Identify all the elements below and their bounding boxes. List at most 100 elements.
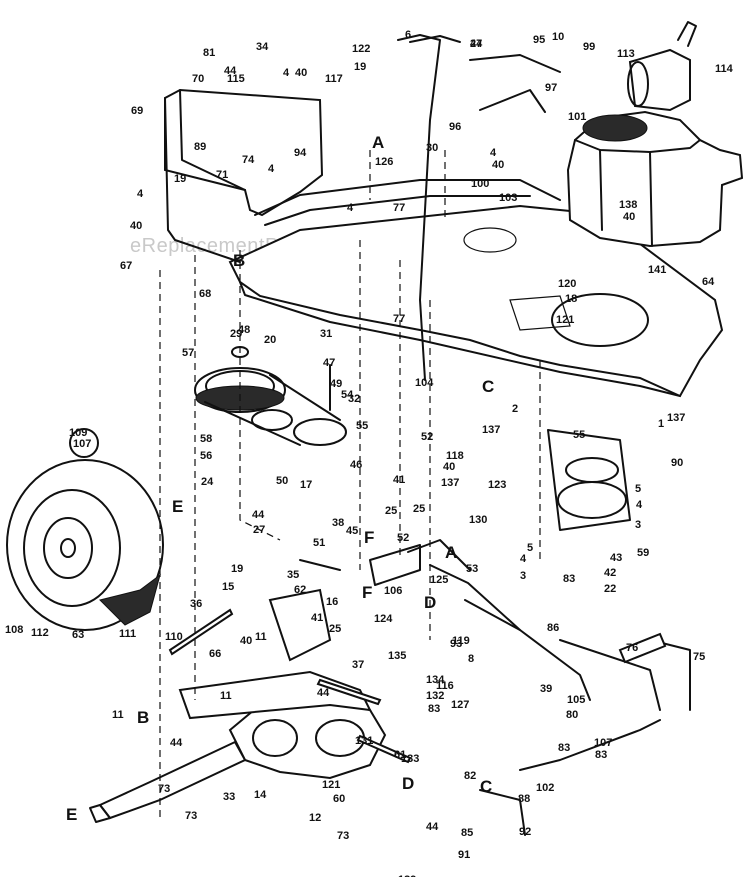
spring-61 [356,734,412,764]
callout-label: 95 [533,34,545,46]
callout-label: 53 [466,563,478,575]
callout-label: 27 [253,524,265,536]
muffler [628,48,691,112]
callout-label: 123 [488,479,506,491]
callout-label: 3 [635,519,641,531]
callout-label: 33 [223,791,235,803]
callout-label: 44 [426,821,439,833]
callout-label: 85 [461,827,473,839]
callout-label: 103 [499,192,517,204]
ref-letter: C [482,377,494,396]
callout-107-badge: 107 [69,428,99,458]
callout-label: 73 [185,810,197,822]
part-callouts: 1 2 3 3 4 4 4 4 4 4 4 5 5 6 8 10 11 11 1… [5,29,734,877]
callout-label: 73 [337,830,349,842]
axle-tube [98,740,247,820]
callout-label: 40 [443,461,455,473]
callout-label: 61 [394,749,406,761]
callout-label: 4 [636,499,643,511]
callout-label: 135 [388,650,406,662]
callout-label: 46 [350,459,362,471]
callout-label: 52 [397,532,409,544]
callout-label: 27 [470,38,482,50]
callout-label: 4 [520,553,527,565]
callout-label: 45 [346,525,358,537]
callout-label: 81 [203,47,215,59]
linkage-rods [168,34,691,836]
callout-label: 44 [170,737,183,749]
callout-label: 48 [238,324,250,336]
callout-label: 60 [333,793,345,805]
callout-label: 97 [545,82,557,94]
callout-label: 75 [693,651,705,663]
callout-label: 58 [200,433,212,445]
callout-label: 20 [264,334,276,346]
callout-label: 137 [441,477,459,489]
callout-label: 114 [715,63,734,75]
callout-label: 110 [165,631,183,643]
callout-label: 76 [626,642,638,654]
circled-callout-label: 107 [73,438,91,450]
callout-label: 124 [374,613,393,625]
callout-label: 55 [573,429,585,441]
callout-label: 44 [470,38,483,50]
callout-label: 94 [294,147,307,159]
callout-label: 19 [231,563,243,575]
callout-label: 32 [348,393,360,405]
tire [6,459,164,631]
callout-label: 115 [227,73,245,85]
reference-letters: A A B B C C D D E E F F [66,133,494,824]
callout-label: 5 [527,542,533,554]
callout-label: 120 [558,278,576,290]
callout-label: 12 [309,812,321,824]
callout-label: 34 [256,41,269,53]
callout-label: 22 [604,583,616,595]
rear-wheel [6,459,164,631]
callout-label: 3 [520,570,526,582]
callout-label: 40 [623,211,635,223]
ref-letter: A [445,543,457,562]
callout-label: 50 [276,475,288,487]
callout-label: 70 [192,73,204,85]
callout-label: 107 [594,737,612,749]
callout-label: 67 [120,260,132,272]
ref-letter: B [233,251,245,270]
callout-label: 35 [287,569,299,581]
callout-label: 133 [401,753,419,765]
callout-label: 68 [199,288,211,300]
callout-label: 40 [240,635,252,647]
callout-label: 38 [332,517,344,529]
callout-label: 36 [190,598,202,610]
callout-label: 56 [200,450,212,462]
callout-label: 49 [330,378,342,390]
callout-label: 4 [137,188,144,200]
callout-label: 11 [255,631,267,643]
callout-label: 119 [452,635,470,647]
callout-label: 131 [355,735,373,747]
callout-label: 77 [393,202,405,214]
callout-label: 19 [174,173,186,185]
callout-label: 125 [430,574,448,586]
callout-label: 71 [216,169,228,181]
callout-label: 24 [201,476,214,488]
callout-label: 25 [413,503,425,515]
callout-label: 132 [426,690,444,702]
mower-pulley [557,481,627,519]
idler-pulley-2 [293,418,347,446]
ref-letter: E [172,497,183,516]
callout-label: 42 [604,567,616,579]
callout-label: 25 [385,505,397,517]
callout-label: 116 [436,680,454,692]
callout-label: 17 [300,479,312,491]
callout-label: 83 [563,573,575,585]
callout-label: 41 [393,474,405,486]
callout-label: 130 [469,514,487,526]
callout-label: 40 [130,220,142,232]
callout-label: 90 [671,457,683,469]
callout-label: 62 [294,584,306,596]
callout-label: 11 [112,709,124,721]
callout-label: 15 [222,581,234,593]
callout-label: 74 [242,154,255,166]
callout-label: 25 [329,623,341,635]
callout-label: 11 [220,690,232,702]
